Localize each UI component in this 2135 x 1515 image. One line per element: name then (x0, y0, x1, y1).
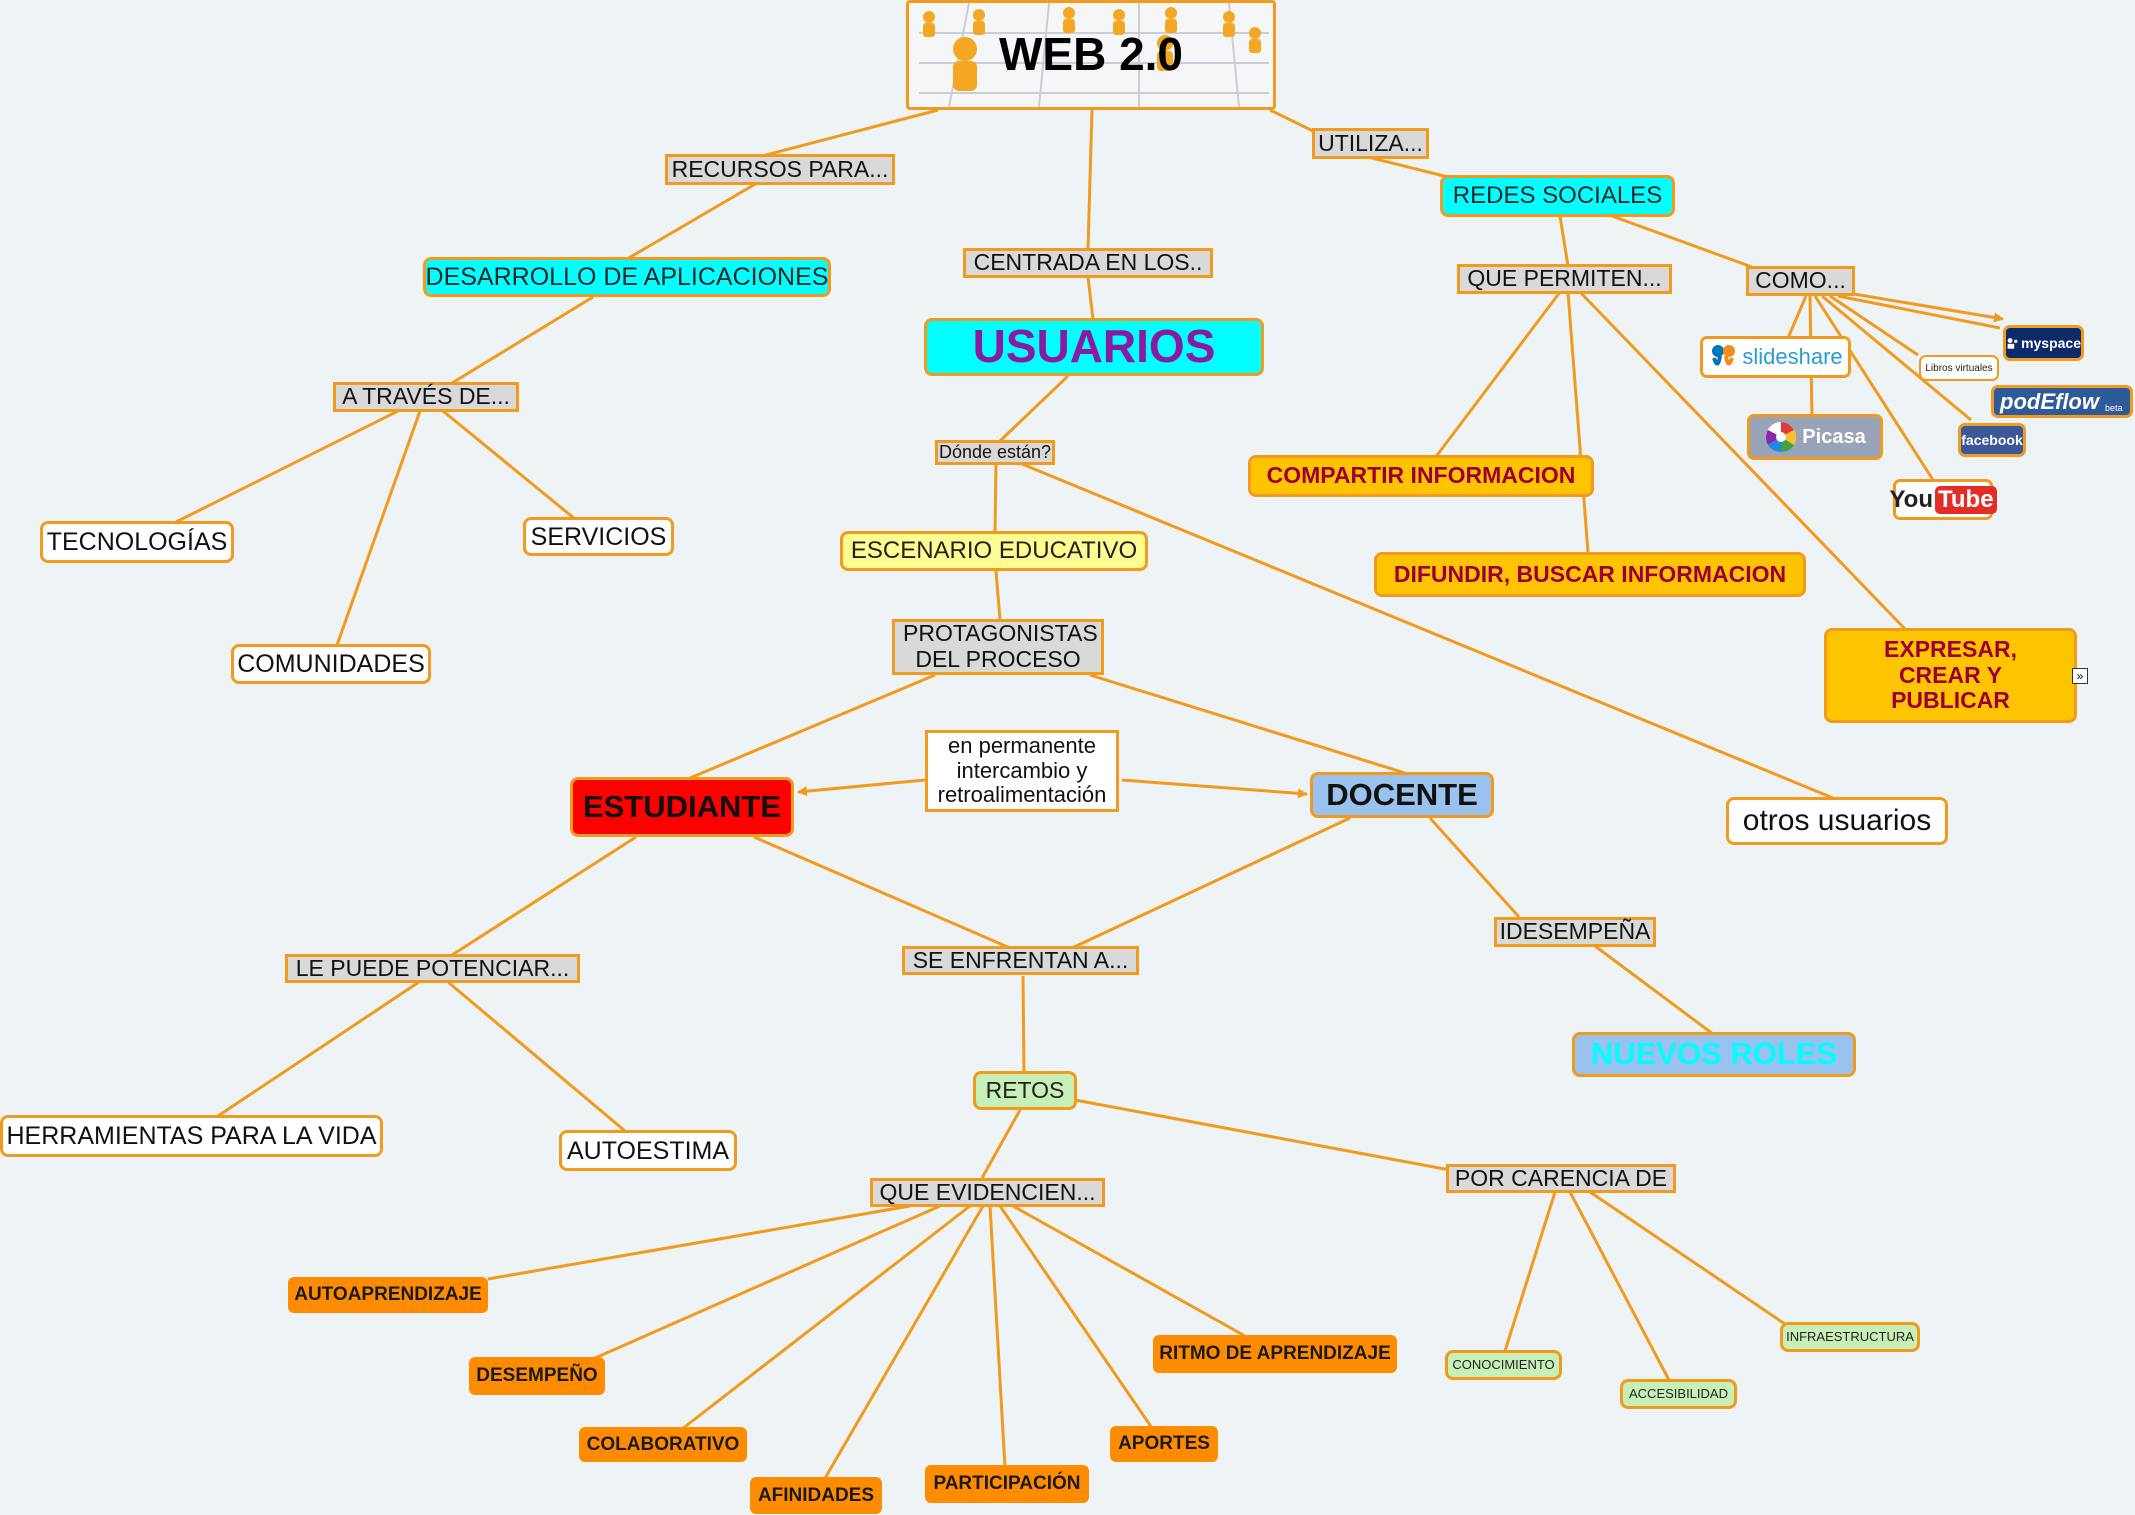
afinidades-node[interactable]: AFINIDADES (750, 1477, 882, 1514)
recursos-label[interactable]: RECURSOS PARA... (665, 154, 895, 185)
myspace-logo[interactable]: myspace (2003, 325, 2084, 361)
estudiante-node[interactable]: ESTUDIANTE (570, 777, 794, 837)
aportes-node[interactable]: APORTES (1110, 1426, 1218, 1462)
title-text: WEB 2.0 (999, 29, 1183, 81)
myspace-icon (2006, 335, 2019, 351)
slideshare-icon (1708, 342, 1738, 372)
intercambio-text: en permanente intercambio y retroaliment… (930, 734, 1115, 808)
libros-text: Libros virtuales (1925, 363, 1992, 374)
donde-label[interactable]: Dónde están? (935, 440, 1055, 465)
intercambio-node[interactable]: en permanente intercambio y retroaliment… (925, 730, 1119, 812)
picasa-logo[interactable]: Picasa (1747, 414, 1883, 460)
desempena-label[interactable]: IDESEMPEÑA (1494, 917, 1656, 947)
expand-icon[interactable]: » (2072, 668, 2088, 684)
servicios-node[interactable]: SERVICIOS (523, 517, 674, 556)
docente-node[interactable]: DOCENTE (1310, 772, 1494, 818)
picasa-icon (1764, 420, 1798, 454)
facebook-logo[interactable]: facebook (1958, 423, 2026, 457)
libros-virtuales-logo[interactable]: Libros virtuales (1919, 355, 1999, 381)
herramientas-node[interactable]: HERRAMIENTAS PARA LA VIDA (0, 1115, 383, 1157)
ritmo-node[interactable]: RITMO DE APRENDIZAJE (1153, 1335, 1397, 1373)
comunidades-node[interactable]: COMUNIDADES (231, 644, 431, 684)
title-node[interactable]: WEB 2.0 (906, 0, 1276, 110)
expresar-node[interactable]: EXPRESAR, CREAR Y PUBLICAR (1824, 628, 2077, 723)
a-traves-label[interactable]: A TRAVÉS DE... (333, 382, 519, 412)
infraestructura-node[interactable]: INFRAESTRUCTURA (1780, 1322, 1920, 1352)
usuarios-node[interactable]: USUARIOS (924, 318, 1264, 376)
difundir-node[interactable]: DIFUNDIR, BUSCAR INFORMACION (1374, 552, 1806, 597)
otros-usuarios-node[interactable]: otros usuarios (1726, 797, 1948, 845)
slideshare-logo[interactable]: slideshare (1700, 336, 1851, 378)
podeflow-text: podEflow (2000, 389, 2099, 415)
youtube-tube: Tube (1935, 486, 1997, 514)
conocimiento-node[interactable]: CONOCIMIENTO (1445, 1350, 1562, 1380)
podeflow-beta: beta (2105, 403, 2123, 413)
expresar-text: EXPRESAR, CREAR Y PUBLICAR (1851, 637, 2051, 714)
compartir-node[interactable]: COMPARTIR INFORMACION (1248, 455, 1594, 497)
youtube-logo[interactable]: You Tube (1893, 479, 1993, 520)
participacion-node[interactable]: PARTICIPACIÓN (925, 1465, 1089, 1503)
facebook-text: facebook (1961, 432, 2022, 448)
autoaprendizaje-node[interactable]: AUTOAPRENDIZAJE (288, 1277, 488, 1313)
colaborativo-node[interactable]: COLABORATIVO (579, 1427, 747, 1462)
podeflow-logo[interactable]: podEflow beta (1991, 385, 2133, 418)
autoestima-node[interactable]: AUTOESTIMA (559, 1130, 737, 1171)
tecnologias-node[interactable]: TECNOLOGÍAS (40, 521, 234, 563)
protagonistas-text: PROTAGONISTAS DEL PROCESO (903, 621, 1093, 673)
protagonistas-label[interactable]: PROTAGONISTAS DEL PROCESO (892, 619, 1104, 675)
slideshare-text: slideshare (1742, 344, 1842, 370)
redes-sociales-node[interactable]: REDES SOCIALES (1440, 175, 1675, 217)
retos-node[interactable]: RETOS (973, 1071, 1077, 1110)
escenario-node[interactable]: ESCENARIO EDUCATIVO (840, 531, 1148, 571)
myspace-text: myspace (2021, 335, 2081, 351)
carencia-label[interactable]: POR CARENCIA DE (1446, 1164, 1676, 1193)
nuevos-roles-node[interactable]: NUEVOS ROLES (1572, 1032, 1856, 1077)
evidencien-label[interactable]: QUE EVIDENCIEN... (870, 1178, 1105, 1207)
picasa-text: Picasa (1802, 426, 1865, 449)
youtube-you: You (1889, 486, 1933, 514)
desempeno-node[interactable]: DESEMPEÑO (469, 1357, 605, 1395)
potenciar-label[interactable]: LE PUEDE POTENCIAR... (285, 954, 580, 983)
enfrentan-label[interactable]: SE ENFRENTAN A... (902, 946, 1139, 975)
accesibilidad-node[interactable]: ACCESIBILIDAD (1620, 1379, 1737, 1409)
utiliza-label[interactable]: UTILIZA... (1312, 128, 1429, 159)
como-label[interactable]: COMO... (1746, 266, 1855, 296)
centrada-label[interactable]: CENTRADA EN LOS.. (963, 248, 1213, 278)
permiten-label[interactable]: QUE PERMITEN... (1457, 264, 1672, 294)
desarrollo-node[interactable]: DESARROLLO DE APLICACIONES (423, 257, 831, 297)
